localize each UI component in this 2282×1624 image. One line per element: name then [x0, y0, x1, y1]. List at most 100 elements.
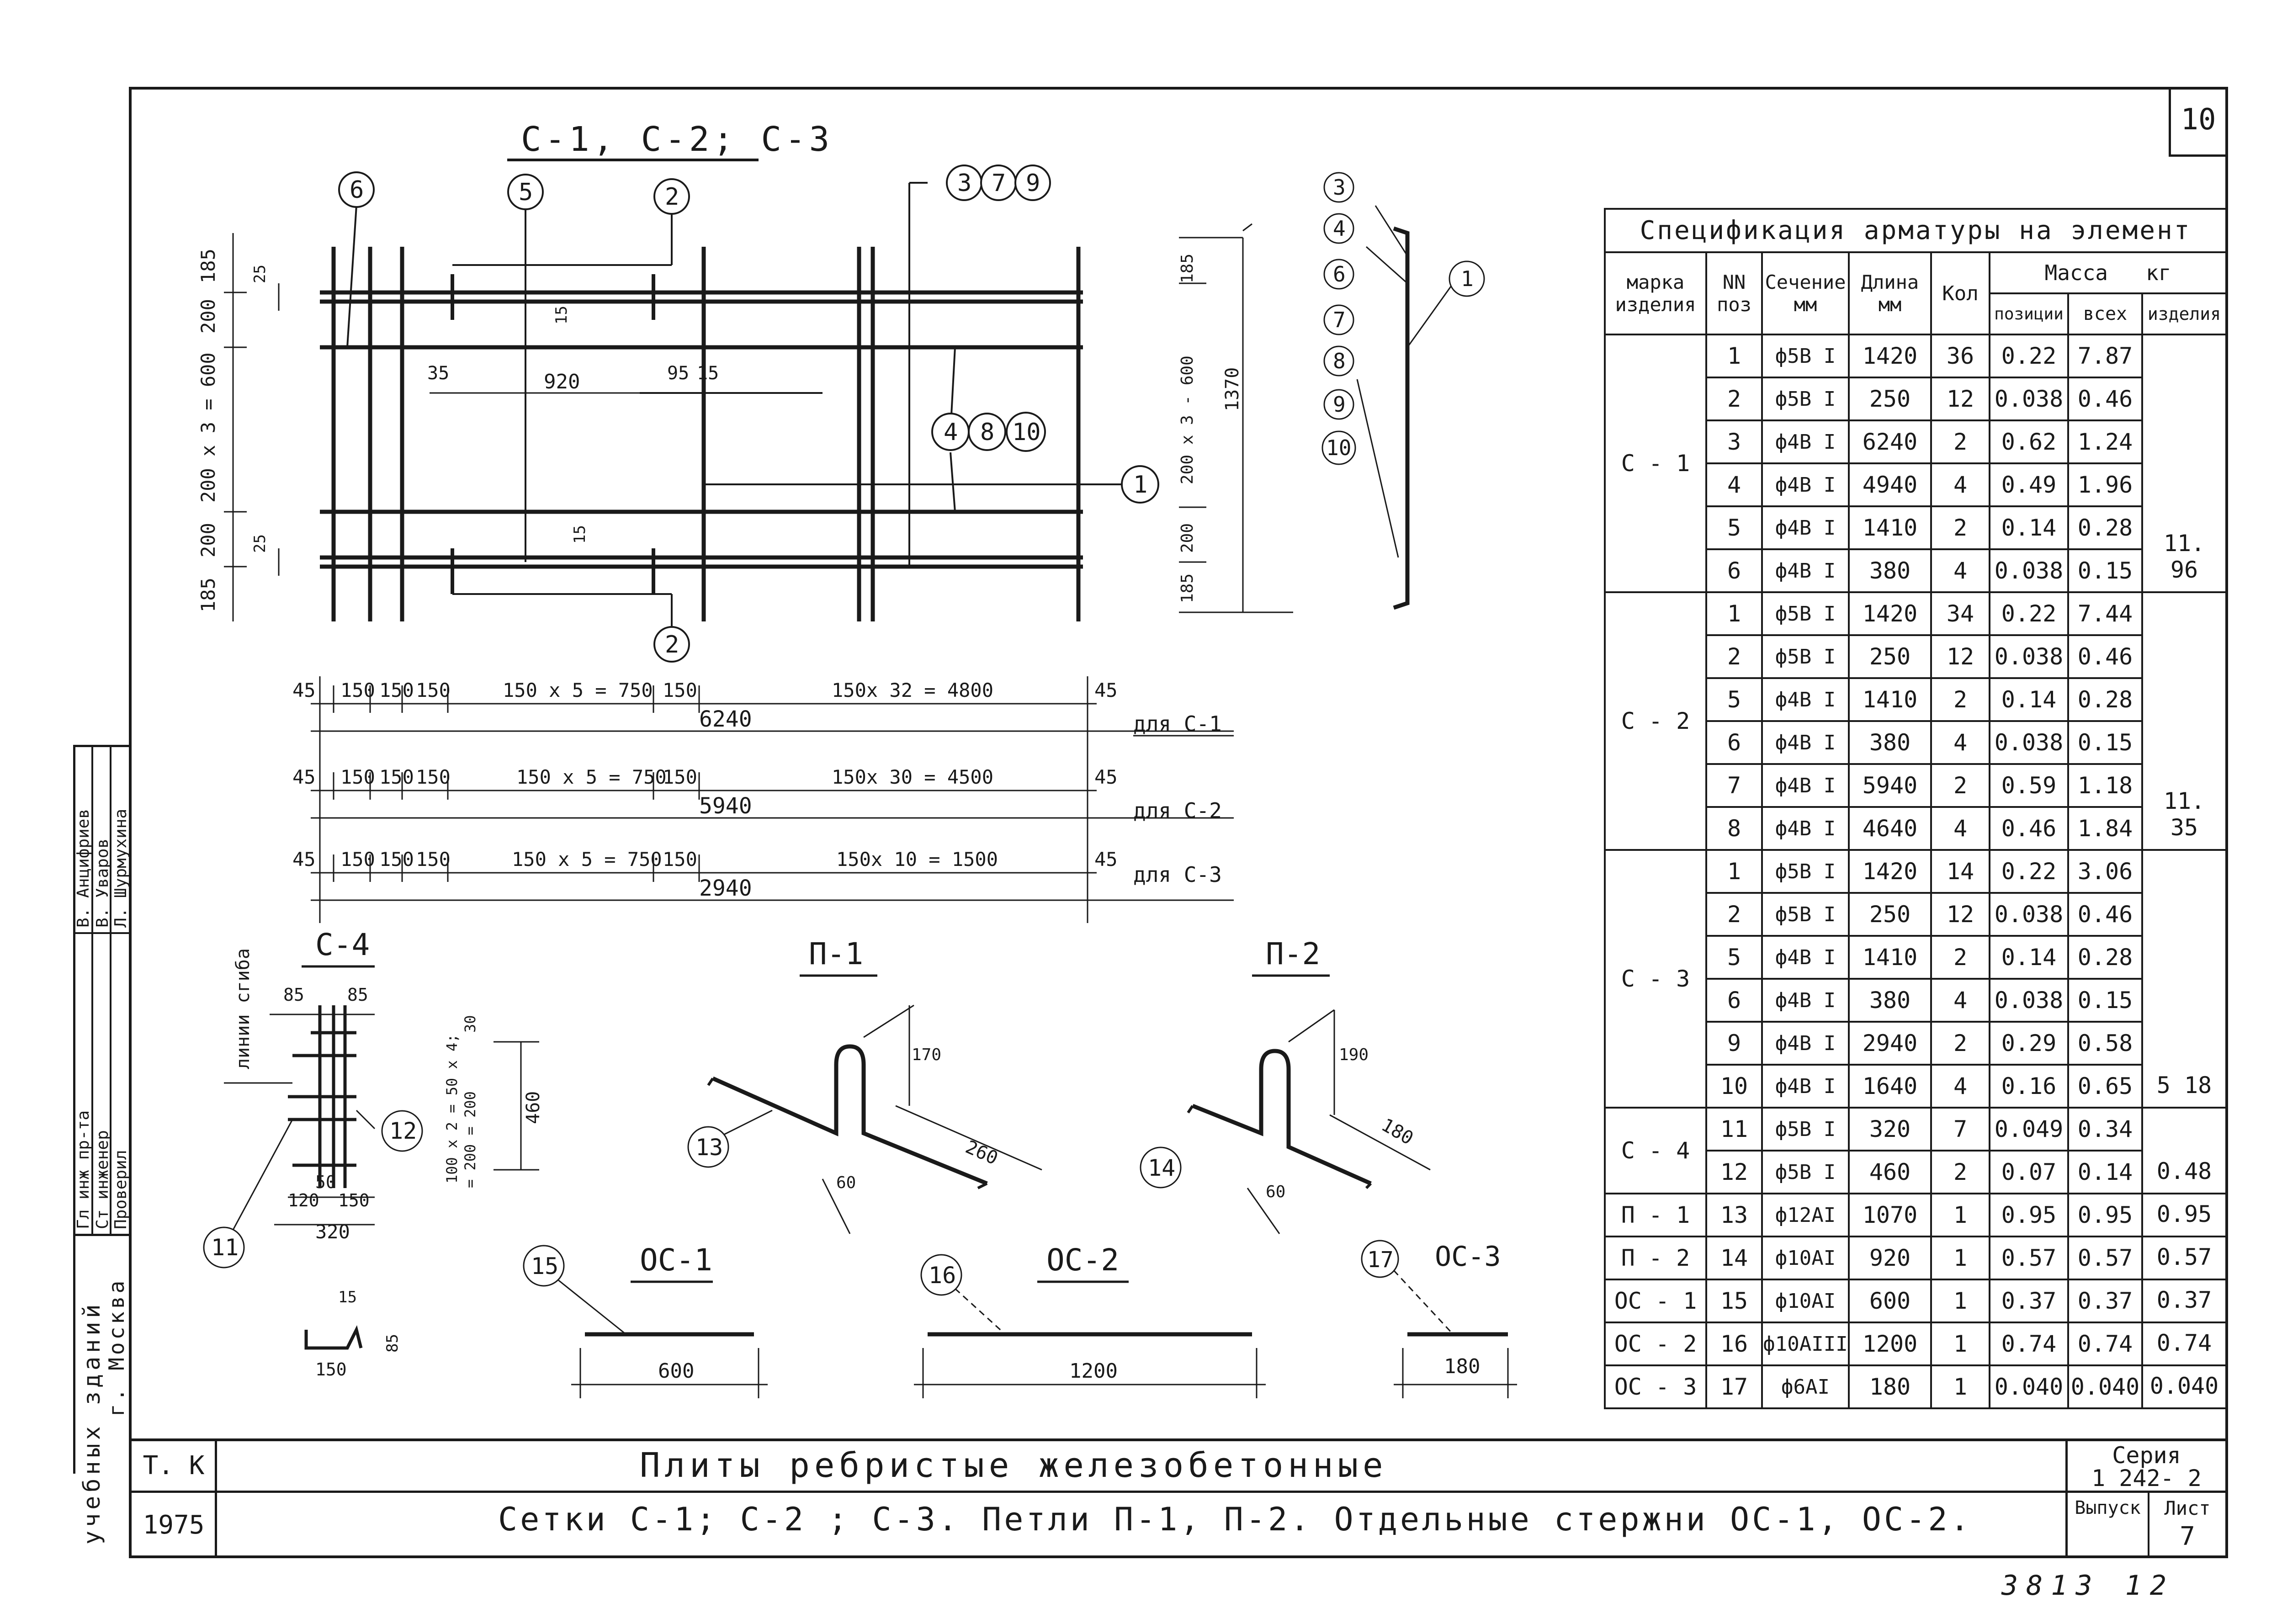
spec-cell-qty: 4 [1930, 548, 1990, 593]
spec-cell-qty: 1 [1930, 1279, 1990, 1323]
spec-cell-section: ф4В I [1761, 978, 1850, 1023]
dimrow2-total: 5940 [699, 793, 752, 819]
side-callout-3: 3 [1333, 175, 1346, 200]
hdr-qty: Кол [1930, 251, 1990, 335]
spec-cell-pos: 2 [1705, 892, 1763, 937]
spec-cell-mass-pos: 0.57 [1989, 1236, 2069, 1280]
spec-cell-mass-pos: 0.46 [1989, 806, 2069, 851]
c4-100: 100 х 2 = 50 х 4; [443, 1034, 461, 1184]
spec-cell-mass-pos: 0.038 [1989, 720, 2069, 765]
spec-cell-mass-all: 0.34 [2067, 1107, 2143, 1152]
c4-title: С-4 [315, 927, 370, 962]
dimrow2-seg-1: 150 [340, 766, 375, 788]
stamp-vline-left [215, 1438, 217, 1555]
spec-cell-section: ф4В I [1761, 763, 1850, 808]
spec-cell-length: 380 [1848, 720, 1932, 765]
spec-cell-qty: 2 [1930, 505, 1990, 550]
spec-cell-qty: 2 [1930, 1021, 1990, 1066]
callout-2b: 2 [665, 631, 679, 658]
side-1370: 1370 [1222, 367, 1243, 411]
spec-cell-qty: 1 [1930, 1193, 1990, 1237]
c4-150b: 150 [315, 1359, 347, 1380]
sheet-number-box [2169, 87, 2228, 157]
dim-185a: 185 [197, 249, 219, 283]
dimrow1-seg-6: 150х 32 = 4800 [832, 679, 993, 701]
spec-cell-mass-all: 0.74 [2067, 1321, 2143, 1366]
spec-cell-qty: 2 [1930, 677, 1990, 722]
hdr-mark: марка изделия [1604, 251, 1707, 335]
spec-cell-mass-pos: 0.07 [1989, 1150, 2069, 1194]
spec-cell-section: ф10АIII [1761, 1321, 1850, 1366]
spec-item-total: 11. 35 [2141, 591, 2227, 851]
spec-cell-length: 4640 [1848, 806, 1932, 851]
spec-cell-section: ф5В I [1761, 892, 1850, 937]
p2-callout-14: 14 [1148, 1155, 1175, 1181]
spec-cell-length: 920 [1848, 1236, 1932, 1280]
spec-cell-mass-pos: 0.22 [1989, 334, 2069, 378]
spec-cell-length: 1200 [1848, 1321, 1932, 1366]
spec-cell-mass-pos: 0.14 [1989, 505, 2069, 550]
dimrow3-seg-6: 150х 10 = 1500 [836, 848, 998, 870]
spec-cell-mass-all: 0.65 [2067, 1064, 2143, 1109]
spec-cell-mass-pos: 0.16 [1989, 1064, 2069, 1109]
side-hline-1 [73, 1234, 129, 1236]
dimrow3-seg-0: 45 [292, 848, 316, 870]
spec-cell-length: 1420 [1848, 591, 1932, 636]
dim-rows-lines [311, 676, 1234, 923]
spec-cell-pos: 11 [1705, 1107, 1763, 1152]
dim-25b: 25 [251, 534, 269, 553]
stamp-sheet-value: 7 [2180, 1522, 2195, 1551]
spec-cell-mass-all: 0.46 [2067, 892, 2143, 937]
side-callouts: 3 4 6 7 8 9 10 1 [1321, 172, 1485, 465]
p1-170: 170 [912, 1046, 941, 1064]
spec-cell-qty: 4 [1930, 978, 1990, 1023]
spec-cell-qty: 12 [1930, 892, 1990, 937]
c4-320: 320 [315, 1221, 350, 1243]
callout-4: 4 [944, 419, 958, 446]
side-callout-6: 6 [1333, 262, 1346, 287]
spec-mark: ОС - 1 [1604, 1279, 1707, 1323]
dimrow1-seg-2: 150 [379, 679, 414, 701]
side-callout-7: 7 [1333, 308, 1346, 332]
hdr-mass-pos: позиции [1989, 292, 2069, 335]
spec-cell-section: ф4В I [1761, 462, 1850, 507]
spec-cell-section: ф4В I [1761, 505, 1850, 550]
p2-190: 190 [1339, 1046, 1369, 1064]
spec-cell-section: ф4В I [1761, 548, 1850, 593]
stamp-series-label: Серия [2112, 1442, 2181, 1469]
hdr-mass-item: изделия [2141, 292, 2227, 335]
spec-cell-section: ф4В I [1761, 935, 1850, 980]
spec-cell-pos: 2 [1705, 377, 1763, 421]
dim-200b: 200 [197, 523, 219, 557]
stamp-issue-label: Выпуск [2075, 1497, 2141, 1518]
spec-cell-qty: 4 [1930, 1064, 1990, 1109]
spec-mark: С - 3 [1604, 849, 1707, 1109]
dim-row-1: 45 150 150 150 150 х 5 = 750 150 150х 32… [292, 679, 1222, 736]
spec-cell-pos: 1 [1705, 334, 1763, 378]
p2-title: П-2 [1266, 936, 1320, 971]
os3-title: ОС-3 [1435, 1241, 1501, 1273]
spec-item-total: 0.48 [2141, 1107, 2227, 1194]
spec-cell-mass-pos: 0.37 [1989, 1279, 2069, 1323]
mesh-transverse-bars [331, 247, 1081, 621]
dim-35: 35 [427, 363, 449, 384]
side-callout-1: 1 [1461, 266, 1474, 291]
callout-10: 10 [1012, 419, 1041, 446]
dim-15b: 15 [571, 525, 589, 544]
spec-cell-mass-all: 0.95 [2067, 1193, 2143, 1237]
spec-cell-section: ф4В I [1761, 1021, 1850, 1066]
spec-cell-qty: 2 [1930, 763, 1990, 808]
spec-mark: ОС - 3 [1604, 1364, 1707, 1409]
spec-cell-mass-all: 1.84 [2067, 806, 2143, 851]
